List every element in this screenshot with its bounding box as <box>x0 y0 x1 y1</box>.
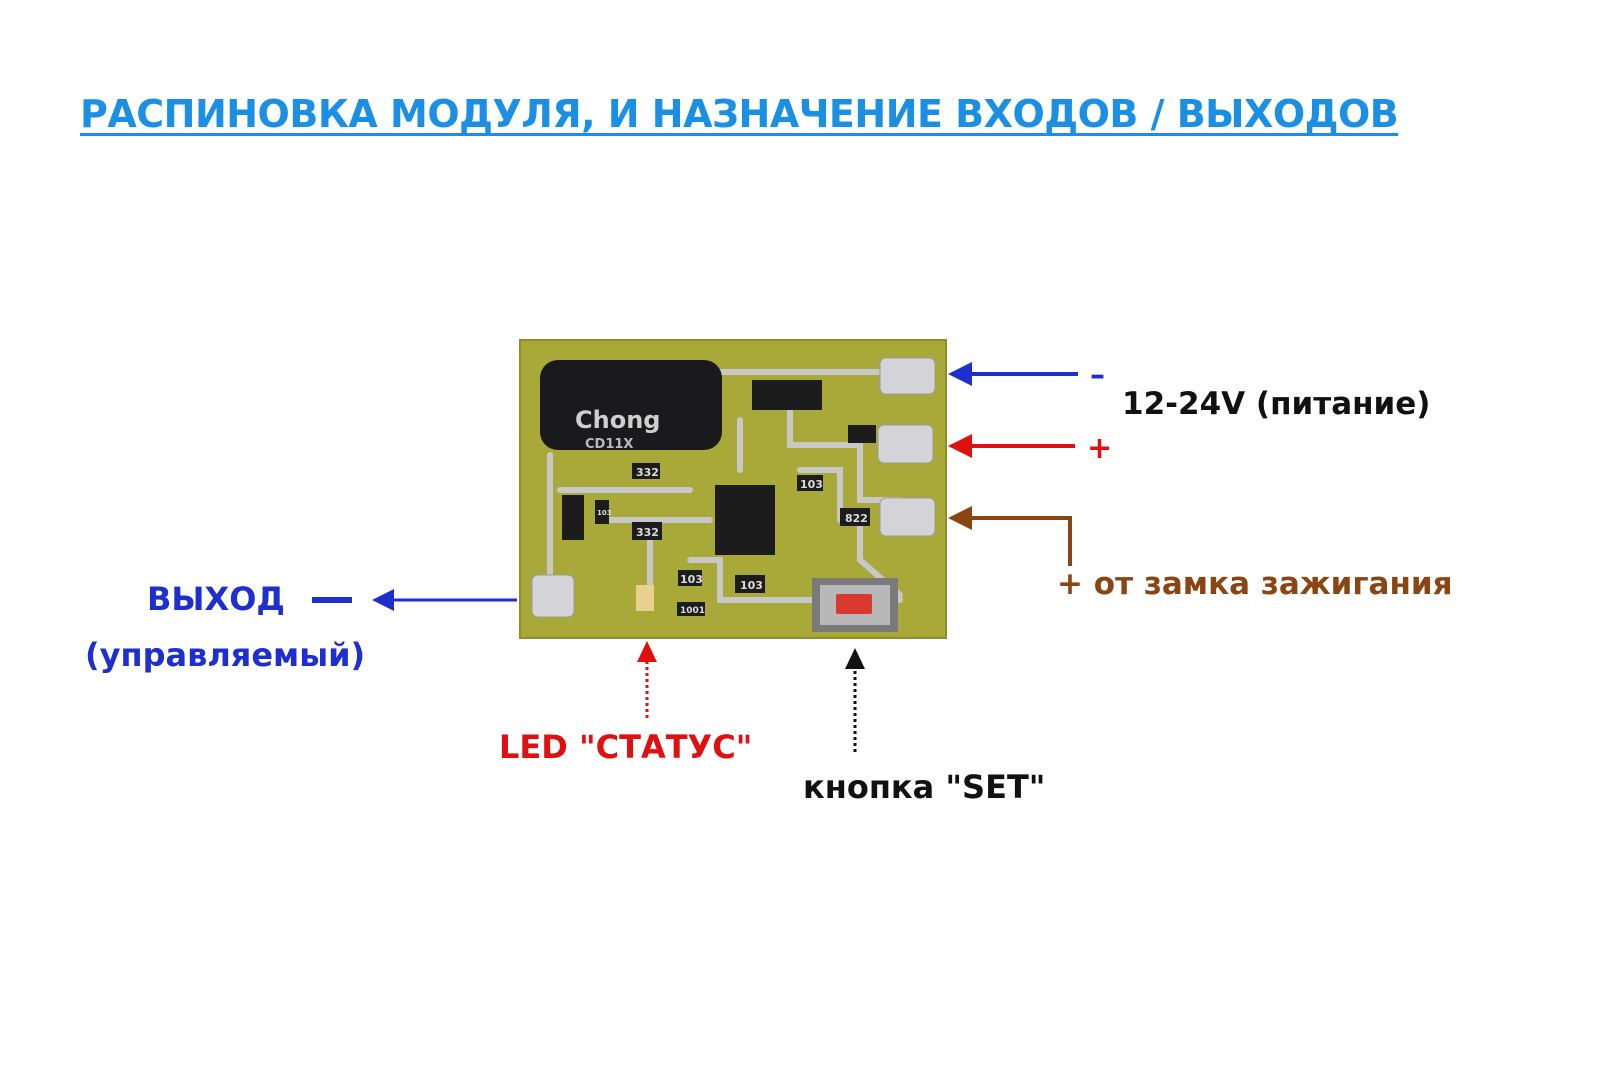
pcb-board: Chong CD11X 332 332 103 103 103 103 822 … <box>519 339 947 639</box>
svg-text:103: 103 <box>800 478 823 491</box>
output-arrow <box>312 589 517 611</box>
svg-text:+: + <box>1087 431 1112 466</box>
svg-text:822: 822 <box>845 512 868 525</box>
plus-arrow: + <box>948 431 1112 466</box>
svg-text:CD11X: CD11X <box>585 437 633 452</box>
page-title: РАСПИНОВКА МОДУЛЯ, И НАЗНАЧЕНИЕ ВХОДОВ /… <box>80 92 1399 136</box>
pad-minus <box>879 357 936 395</box>
power-label: 12-24V (питание) <box>1122 386 1431 422</box>
svg-text:1001: 1001 <box>680 606 705 616</box>
pad-plus <box>877 424 934 464</box>
svg-text:Chong: Chong <box>575 406 660 434</box>
svg-text:103: 103 <box>680 573 703 586</box>
capacitor: Chong CD11X <box>540 360 722 452</box>
output-label: ВЫХОД <box>147 580 285 618</box>
ignition-arrow <box>948 506 1072 566</box>
svg-text:332: 332 <box>636 526 659 539</box>
svg-text:332: 332 <box>636 466 659 479</box>
svg-text:–: – <box>1090 358 1105 393</box>
pad-output <box>531 574 575 618</box>
status-led <box>636 585 654 611</box>
regulator-chip <box>752 380 822 410</box>
set-arrow <box>845 648 865 752</box>
led-arrow <box>637 641 657 718</box>
output-sublabel: (управляемый) <box>85 636 366 674</box>
svg-text:103: 103 <box>597 509 612 517</box>
ignition-label: + от замка зажигания <box>1057 566 1453 602</box>
svg-text:103: 103 <box>740 579 763 592</box>
microcontroller-chip <box>715 485 775 555</box>
led-status-label: LED "СТАТУС" <box>499 728 753 766</box>
set-button-component <box>812 578 898 632</box>
pad-ignition <box>879 497 936 537</box>
set-button-label: кнопка "SET" <box>803 768 1046 806</box>
minus-arrow: – <box>948 358 1105 393</box>
